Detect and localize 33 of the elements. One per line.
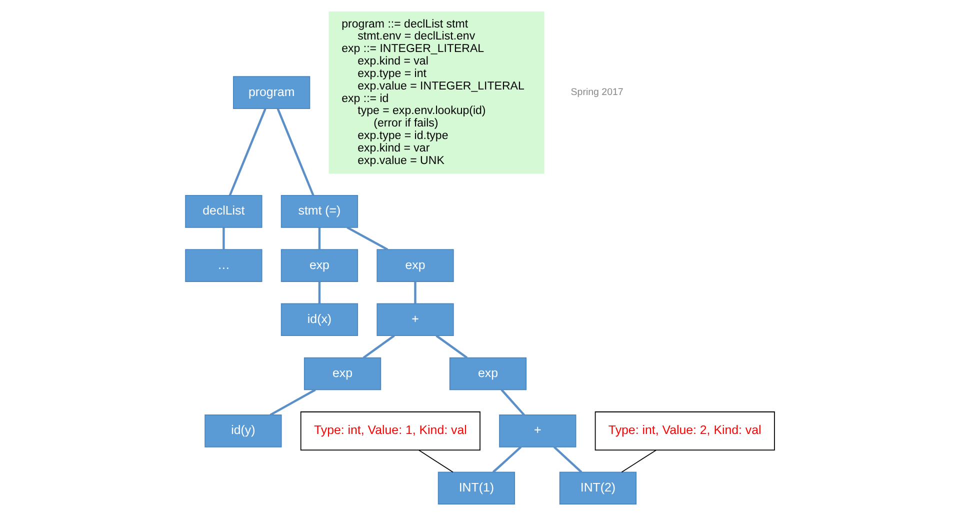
connector	[620, 450, 656, 473]
node-box: program ::= declList stmt stmt.env = declList.env exp ::= INTEGER_LITERAL exp.kind = val exp.type = int exp.value = INTEGER_LITERAL exp ::= id type = exp.env.lookup(id) (error if fails) exp.type = id.type exp.kind = var exp.value = UNK	[328, 11, 544, 174]
connector	[228, 108, 266, 196]
connector	[318, 227, 320, 250]
connector	[276, 108, 314, 196]
connector	[435, 334, 468, 359]
node-box: INT(1)	[437, 472, 515, 505]
connector	[222, 227, 224, 250]
node-box: exp	[376, 249, 454, 282]
node-box: id(x)	[280, 303, 358, 336]
node-box: INT(2)	[558, 472, 636, 505]
node-box: exp	[280, 249, 358, 282]
node-box: …	[184, 249, 262, 282]
node-box: +	[376, 303, 454, 336]
node-box: declList	[184, 195, 262, 228]
node-box: Type: int, Value: 2, Kind: val	[594, 411, 774, 450]
connector	[500, 389, 524, 416]
connector	[552, 446, 582, 473]
label: Spring 2017	[570, 87, 623, 98]
node-box: Type: int, Value: 1, Kind: val	[300, 411, 480, 450]
connector	[362, 334, 394, 359]
connector	[346, 226, 388, 251]
node-box: exp	[303, 357, 381, 390]
node-box: program	[232, 76, 310, 109]
node-box: exp	[448, 357, 526, 390]
node-box: +	[498, 414, 576, 448]
connector	[414, 282, 416, 304]
connector	[492, 446, 522, 473]
connector	[418, 450, 453, 473]
connector	[269, 388, 316, 416]
node-box: stmt (=)	[280, 195, 358, 228]
connector	[318, 282, 320, 304]
node-box: id(y)	[204, 414, 282, 448]
